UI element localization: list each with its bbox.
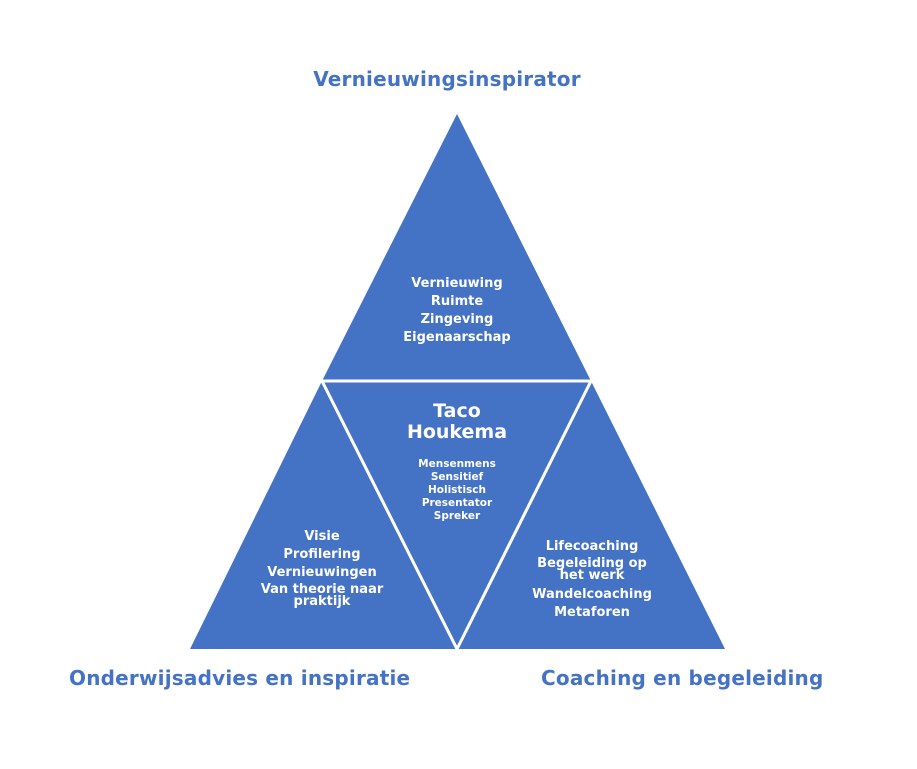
center-triangle-text: Taco Houkema Mensenmens Sensitief Holist…	[357, 401, 557, 524]
left-triangle-text: Visie Profilering Vernieuwingen Van theo…	[222, 530, 422, 614]
top-triangle	[322, 114, 591, 381]
top-item: Zingeving	[420, 312, 494, 327]
right-item: Metaforen	[554, 604, 630, 620]
trait-item: Mensenmens	[418, 458, 496, 471]
center-name-first: Taco	[433, 400, 481, 422]
separator-right-diagonal	[455, 380, 593, 650]
top-triangle-text: Vernieuwing Ruimte Zingeving Eigenaarsch…	[357, 277, 557, 349]
top-item: Ruimte	[430, 294, 484, 309]
right-triangle-text: Lifecoaching Begeleiding op het werk Wan…	[492, 540, 692, 624]
left-item: Visie	[304, 529, 340, 544]
left-triangle	[190, 381, 457, 649]
top-item: Vernieuwing	[411, 276, 503, 291]
right-triangle	[457, 381, 725, 649]
trait-item: Presentator	[421, 497, 493, 510]
right-item: Begeleiding op het werk	[537, 556, 647, 584]
trait-item: Spreker	[433, 510, 481, 523]
trait-item: Holistisch	[427, 484, 487, 497]
center-name-last: Houkema	[406, 420, 508, 443]
heading-coaching: Coaching en begeleiding	[541, 666, 824, 690]
trait-item: Sensitief	[430, 471, 484, 484]
right-item: Wandelcoaching	[532, 586, 652, 602]
left-item: Profilering	[283, 547, 361, 562]
heading-onderwijsadvies: Onderwijsadvies en inspiratie	[69, 666, 411, 690]
left-item: Vernieuwingen	[267, 565, 377, 580]
right-item: Lifecoaching	[545, 539, 639, 554]
left-item: Van theorie naar praktijk	[260, 582, 384, 610]
center-inverted-triangle	[322, 381, 591, 649]
center-traits: Mensenmens Sensitief Holistisch Presenta…	[357, 459, 557, 522]
top-item: Eigenaarschap	[403, 330, 511, 345]
separator-left-diagonal	[320, 380, 459, 650]
heading-vernieuwingsinspirator: Vernieuwingsinspirator	[313, 67, 581, 91]
